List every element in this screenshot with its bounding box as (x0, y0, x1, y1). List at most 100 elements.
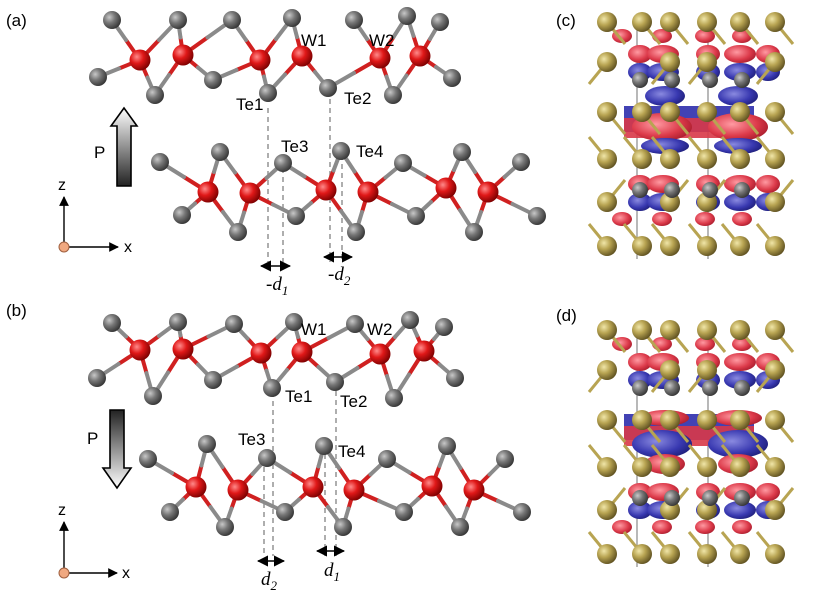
te-atom (660, 410, 680, 430)
te-atom-grey (632, 182, 648, 198)
label-te4-a: Te4 (356, 142, 383, 161)
bottom-a-w-atom (239, 182, 261, 204)
isosurface-lobe (628, 501, 652, 519)
bottom-a-te-atom (453, 143, 471, 161)
te-atom (697, 12, 717, 32)
bottom-b-te-atom (139, 450, 157, 468)
isosurface-lobe (628, 353, 652, 371)
te-atom (730, 12, 750, 32)
bottom-b-te-atom (395, 503, 413, 521)
top-a-te-atom (398, 7, 416, 25)
axis-z-label-a: z (58, 177, 66, 194)
label-te4-b: Te4 (338, 442, 365, 461)
panel-d: (d) (556, 306, 795, 567)
top-a-w-atom (249, 49, 271, 71)
isosurface-lobe (695, 337, 715, 351)
te-atom-grey (734, 380, 750, 396)
te-atom (730, 544, 750, 564)
te-atom-grey (702, 490, 718, 506)
polarization-label-a: P (94, 143, 105, 162)
isosurface-lobe (732, 212, 752, 226)
te-atom (765, 320, 785, 340)
top-a-te-atom (89, 68, 107, 86)
te-atom-grey (702, 72, 718, 88)
te-atom-grey (664, 72, 680, 88)
bottom-b-te-atom (161, 503, 179, 521)
isosurface-lobe (718, 86, 758, 106)
te-atom (697, 320, 717, 340)
top-a-te-atom (169, 11, 187, 29)
te-atom (660, 544, 680, 564)
te-atom (660, 52, 680, 72)
top-a-te-atom (146, 86, 164, 104)
te-atom (632, 12, 652, 32)
te-atom (765, 52, 785, 72)
panel-c-label: (c) (556, 11, 576, 30)
bottom-b-w-atom (227, 479, 249, 501)
isosurface-lobe (732, 520, 752, 534)
te-atom (697, 52, 717, 72)
isosurface-lobe (724, 501, 756, 519)
te-atom (730, 320, 750, 340)
top-b-te-atom (225, 315, 243, 333)
shift-label-a-right: -d2 (328, 264, 351, 288)
top-a-w-atom (129, 49, 151, 71)
top-a-te-atom (204, 71, 222, 89)
bottom-a-w-atom (357, 181, 379, 203)
top-b-te-atom (346, 315, 364, 333)
bottom-b-te-atom (216, 518, 234, 536)
te-atom (597, 544, 617, 564)
te-atom (697, 410, 717, 430)
top-a-te-atom (384, 86, 402, 104)
label-w1-a: W1 (301, 31, 327, 50)
isosurface-lobe (708, 113, 768, 141)
bottom-b-te-atom (334, 518, 352, 536)
label-te3-a: Te3 (281, 137, 308, 156)
te-atom (660, 457, 680, 477)
te-atom (765, 544, 785, 564)
top-b-te-atom (401, 311, 419, 329)
bottom-b-te-atom (198, 435, 216, 453)
top-b-w-atom (129, 339, 151, 361)
top-a-te-atom (223, 11, 241, 29)
te-atom (697, 457, 717, 477)
top-b-w-atom (291, 341, 313, 363)
te-atom (632, 149, 652, 169)
te-atom (597, 360, 617, 380)
panel-a-label: (a) (6, 11, 27, 30)
te-atom-grey (664, 380, 680, 396)
top-b-te-atom (204, 371, 222, 389)
panel-b-label: (b) (6, 301, 27, 320)
isosurface-lobe (695, 212, 715, 226)
isosurface-lobe (724, 45, 756, 63)
bottom-a-te-atom (394, 154, 412, 172)
isosurface-lobe (695, 29, 715, 43)
te-atom (597, 410, 617, 430)
label-w2-a: W2 (369, 31, 395, 50)
te-atom (765, 410, 785, 430)
isosurface-lobe (641, 138, 689, 154)
te-atom (660, 149, 680, 169)
top-a-te-atom (103, 11, 121, 29)
bottom-b-te-atom (276, 503, 294, 521)
layer-bottom-b (139, 435, 531, 536)
top-b-w-atom (413, 340, 435, 362)
top-a-w-atom (291, 45, 313, 67)
te-atom (597, 236, 617, 256)
te-atom (697, 102, 717, 122)
top-a-te-atom (345, 11, 363, 29)
label-te1-b: Te1 (285, 387, 312, 406)
layer-top-b (88, 311, 464, 407)
top-a-te-atom (431, 13, 449, 31)
bottom-b-te-atom (451, 518, 469, 536)
top-a-w-atom (172, 44, 194, 66)
te-atom (632, 410, 652, 430)
te-atom (632, 457, 652, 477)
te-atom (632, 544, 652, 564)
bottom-a-te-atom (407, 207, 425, 225)
label-te2-a: Te2 (344, 89, 371, 108)
top-b-te-atom (446, 369, 464, 387)
bottom-a-w-atom (197, 181, 219, 203)
polarization-arrow-down (101, 409, 133, 490)
